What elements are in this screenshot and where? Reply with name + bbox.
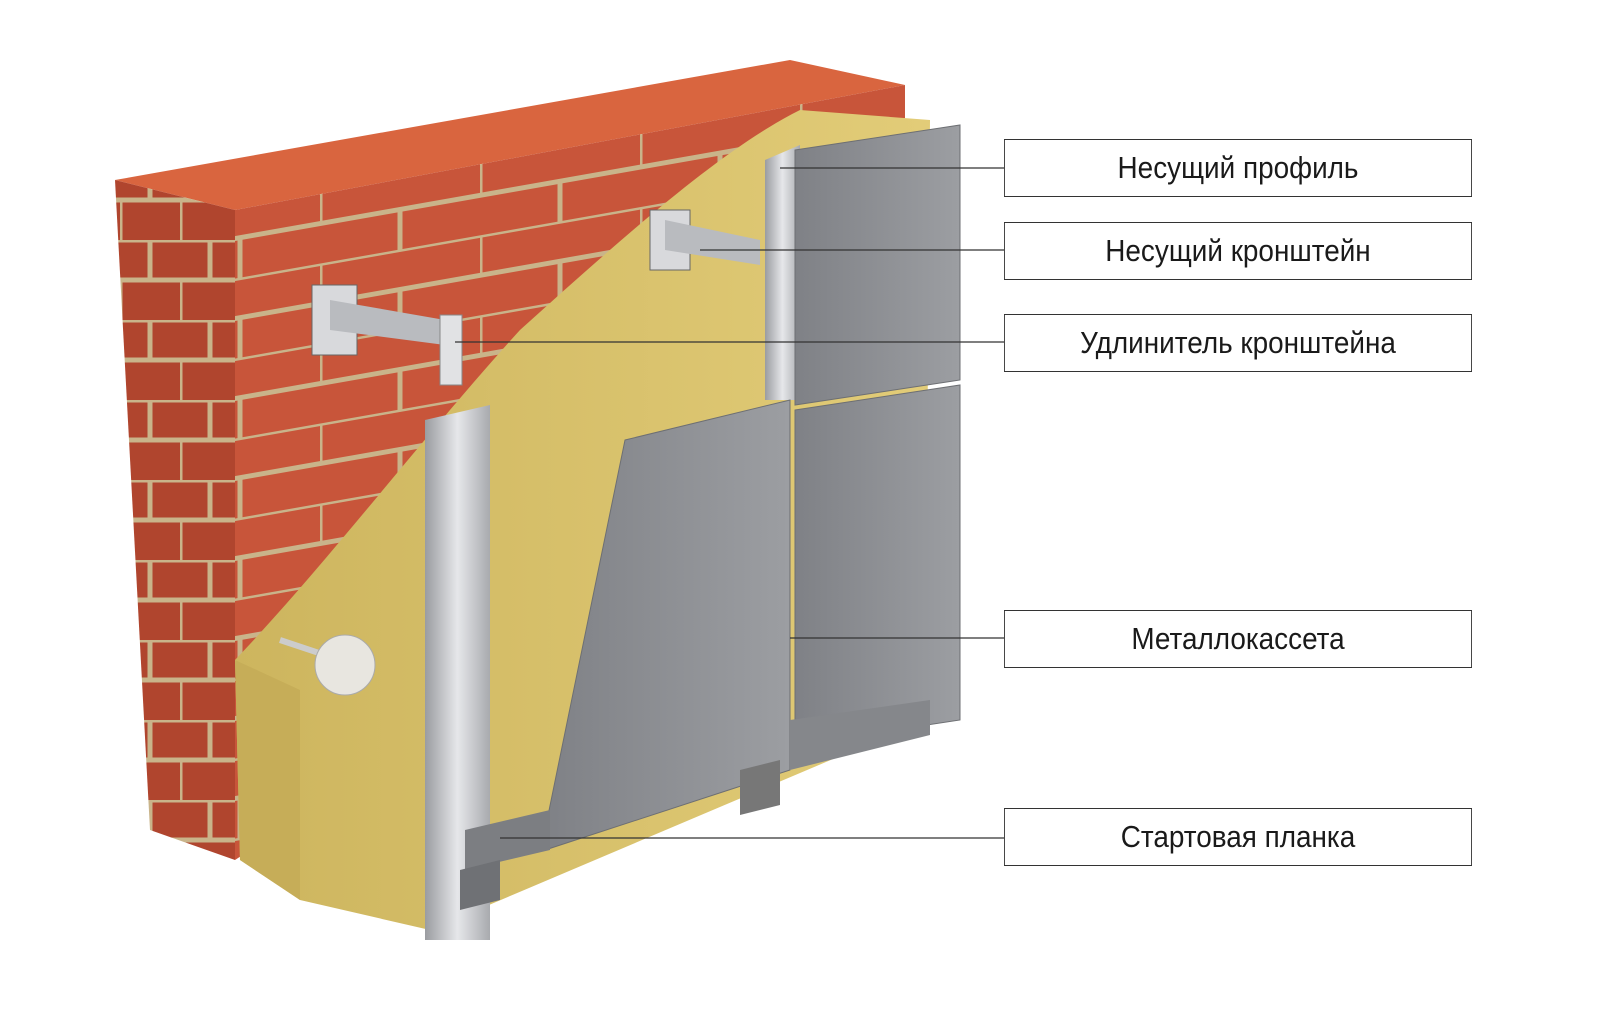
label-load-bearing-bracket: Несущий кронштейн	[1004, 222, 1472, 280]
brackets	[311, 209, 760, 386]
starter-strip	[460, 810, 550, 910]
load-bearing-profiles	[425, 145, 800, 940]
anchor-dowel	[279, 634, 376, 696]
label-starter-strip: Стартовая планка	[1004, 808, 1472, 866]
label-bracket-extender: Удлинитель кронштейна	[1004, 314, 1472, 372]
metal-cassettes	[544, 124, 961, 851]
label-load-bearing-profile: Несущий профиль	[1004, 139, 1472, 197]
label-metal-cassette: Металлокассета	[1004, 610, 1472, 668]
leader-lines	[455, 167, 1004, 839]
